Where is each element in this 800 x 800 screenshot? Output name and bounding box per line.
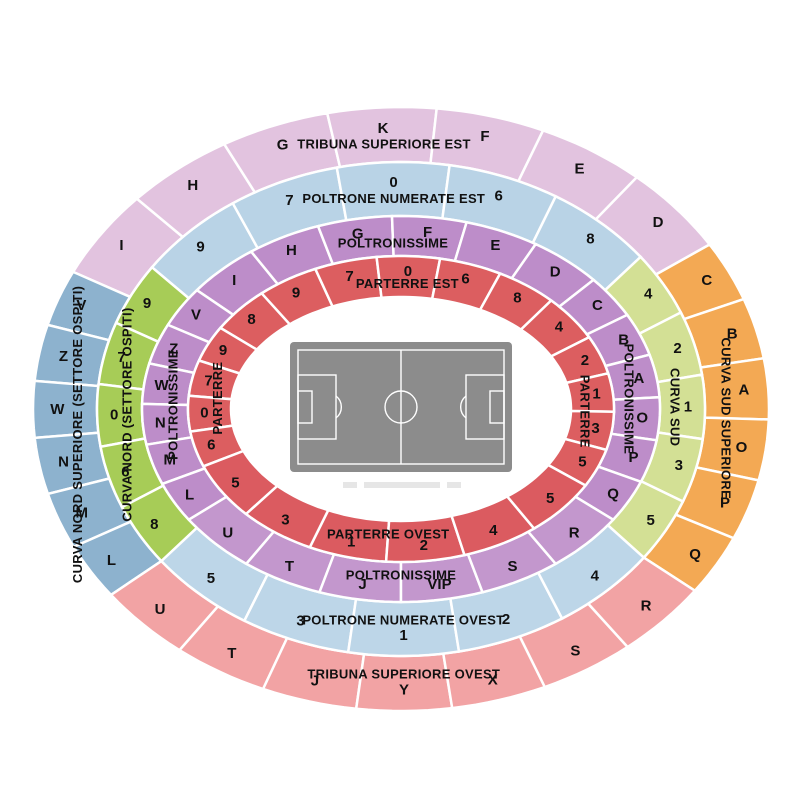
seating-sections: [31, 105, 771, 713]
section-shape[interactable]: [201, 449, 280, 516]
section-shape[interactable]: [335, 160, 452, 222]
section-curva-nord-superiore-w[interactable]: [31, 379, 100, 440]
pitch-lines: [297, 349, 505, 465]
section-tribuna-superiore-ovest-y[interactable]: [354, 652, 454, 713]
section-parterre-ovest-2[interactable]: [384, 514, 467, 564]
section-parterre-ovest-3[interactable]: [244, 484, 331, 549]
section-parterre-nord-6[interactable]: [188, 424, 246, 468]
section-tribuna-superiore-est-k[interactable]: [325, 105, 439, 169]
section-poltrone-numerate-ovest-1[interactable]: [346, 597, 461, 658]
section-shape[interactable]: [505, 463, 588, 531]
section-parterre-ovest-5[interactable]: [505, 463, 588, 531]
section-curva-sud-1[interactable]: [656, 373, 707, 441]
section-shape[interactable]: [325, 105, 439, 169]
section-shape[interactable]: [699, 356, 771, 421]
section-shape[interactable]: [308, 508, 391, 563]
pitch: [290, 342, 512, 488]
section-shape[interactable]: [188, 424, 246, 468]
section-parterre-ovest-5[interactable]: [201, 449, 280, 516]
section-shape[interactable]: [186, 394, 235, 434]
section-parterre-nord-9[interactable]: [197, 326, 259, 376]
section-shape[interactable]: [95, 382, 147, 449]
section-shape[interactable]: [244, 484, 331, 549]
section-shape[interactable]: [354, 652, 454, 713]
section-shape[interactable]: [31, 379, 100, 440]
section-shape[interactable]: [656, 373, 707, 441]
section-shape[interactable]: [197, 326, 259, 376]
section-poltronissime-est-f[interactable]: [390, 214, 469, 263]
section-shape[interactable]: [346, 597, 461, 658]
section-shape[interactable]: [390, 214, 469, 263]
section-curva-sud-superiore-a[interactable]: [699, 356, 771, 421]
section-parterre-nord-0[interactable]: [186, 394, 235, 434]
section-parterre-ovest-1[interactable]: [308, 508, 391, 563]
section-parterre-est-0[interactable]: [375, 254, 442, 301]
section-shape[interactable]: [187, 358, 242, 401]
section-curva-nord-0[interactable]: [95, 382, 147, 449]
section-poltrone-numerate-est-0[interactable]: [335, 160, 452, 222]
pitch-benches: [343, 482, 461, 488]
section-shape[interactable]: [449, 494, 537, 557]
section-parterre-nord-7[interactable]: [187, 358, 242, 401]
section-shape[interactable]: [384, 514, 467, 564]
section-shape[interactable]: [375, 254, 442, 301]
section-parterre-ovest-4[interactable]: [449, 494, 537, 557]
